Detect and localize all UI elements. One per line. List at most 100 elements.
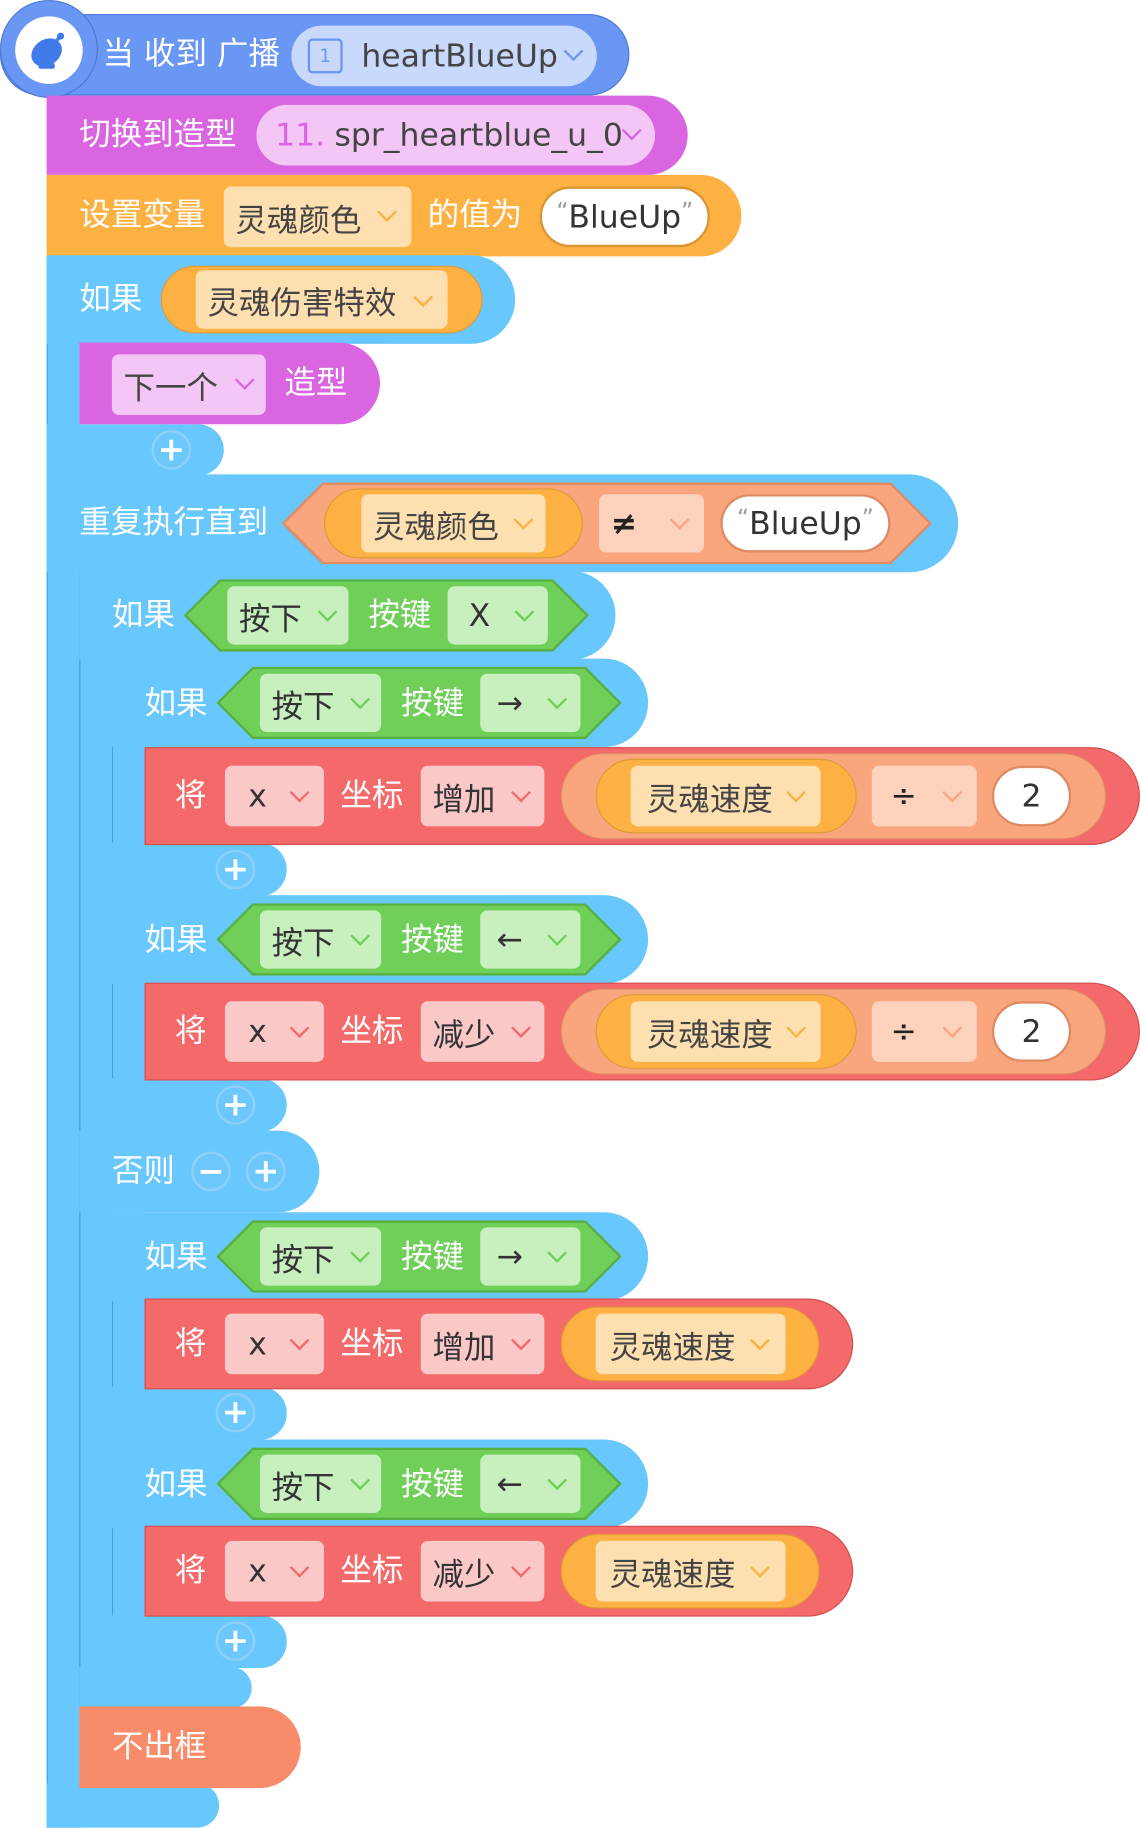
axis-value: x	[248, 1013, 267, 1050]
set-label: 将	[174, 1325, 207, 1362]
change-op-dropdown[interactable]: 增加	[420, 1313, 545, 1375]
message-icon: 1	[307, 38, 343, 74]
if-x-footer[interactable]	[79, 1666, 252, 1709]
quote-close-icon: ”	[681, 196, 694, 225]
value-input[interactable]: “BlueUp”	[539, 186, 710, 248]
arrow-key-dropdown[interactable]: ←	[480, 1454, 581, 1513]
speed-variable-name: 灵魂速度	[646, 781, 773, 818]
divisor-input[interactable]: 2	[991, 765, 1072, 827]
change-op-value: 减少	[432, 1556, 496, 1593]
quote-open-icon: “	[737, 503, 750, 532]
change-op-dropdown[interactable]: 减少	[420, 1540, 545, 1602]
set-label: 将	[174, 1552, 207, 1589]
broadcast-hat-label: 当 收到 广播	[102, 36, 280, 73]
press-dropdown[interactable]: 按下	[259, 1227, 382, 1286]
press-option: 按下	[271, 688, 335, 725]
axis-dropdown[interactable]: x	[224, 1001, 325, 1062]
variable-dropdown[interactable]: 灵魂颜色	[223, 186, 412, 248]
repeat-until-spine	[46, 474, 82, 1828]
coordinate-label: 坐标	[340, 1325, 404, 1362]
add-branch-icon[interactable]: +	[151, 430, 192, 470]
if-label: 如果	[144, 921, 208, 959]
costume-name: spr_heartblue_u_0	[334, 117, 623, 154]
add-branch-icon[interactable]: +	[245, 1151, 286, 1192]
operator-dropdown[interactable]: ≠	[599, 494, 705, 553]
speed-variable-dropdown[interactable]: 灵魂速度	[595, 1540, 786, 1602]
axis-dropdown[interactable]: x	[224, 765, 325, 827]
axis-dropdown[interactable]: x	[224, 1540, 325, 1602]
next-costume-dropdown[interactable]: 下一个	[111, 354, 266, 415]
coordinate-label: 坐标	[340, 777, 404, 814]
if-label: 如果	[144, 685, 208, 722]
press-dropdown[interactable]: 按下	[259, 910, 382, 969]
left-variable-dropdown[interactable]: 灵魂颜色	[361, 494, 546, 553]
speed-variable-name: 灵魂速度	[609, 1329, 736, 1366]
change-op-dropdown[interactable]: 增加	[420, 765, 545, 827]
repeat-until-label: 重复执行直到	[79, 504, 269, 541]
if-right-2-footer[interactable]	[111, 1387, 287, 1440]
condition-variable-dropdown[interactable]: 灵魂伤害特效	[195, 270, 448, 329]
key-dropdown[interactable]: X	[447, 586, 548, 645]
if-right-1-footer[interactable]	[111, 842, 287, 897]
axis-value: x	[248, 778, 267, 815]
key-label: 按键	[400, 1466, 464, 1503]
speed-variable-dropdown[interactable]: 灵魂速度	[595, 1313, 786, 1375]
divisor-value: 2	[1021, 778, 1042, 815]
set-label: 将	[174, 777, 207, 814]
press-option: 按下	[238, 600, 302, 638]
coordinate-label: 坐标	[340, 1552, 404, 1589]
change-op-dropdown[interactable]: 减少	[420, 1001, 545, 1062]
speed-variable-dropdown[interactable]: 灵魂速度	[630, 765, 821, 827]
if-damage-footer[interactable]	[46, 424, 224, 476]
quote-close-icon: ”	[861, 503, 874, 532]
repeat-until-footer[interactable]	[46, 1783, 220, 1828]
if-label: 如果	[144, 1466, 208, 1503]
arrow-key-dropdown[interactable]: →	[480, 673, 581, 732]
satellite-dish-icon	[15, 16, 83, 84]
add-branch-icon[interactable]: +	[215, 849, 256, 890]
arrow-key-dropdown[interactable]: ←	[480, 910, 581, 969]
divisor-value: 2	[1021, 1013, 1042, 1050]
key-value: X	[468, 597, 491, 634]
quote-open-icon: “	[556, 196, 569, 225]
arrow-key-value: →	[496, 684, 523, 721]
keep-in-bounds-label: 不出框	[111, 1728, 207, 1765]
press-dropdown[interactable]: 按下	[259, 673, 382, 732]
arrow-key-value: ←	[496, 921, 523, 958]
divide-symbol: ÷	[890, 1013, 917, 1050]
costume-dropdown[interactable]: 11. spr_heartblue_u_0	[256, 104, 656, 166]
if-left-1-footer[interactable]	[111, 1078, 287, 1132]
speed-variable-dropdown[interactable]: 灵魂速度	[630, 1001, 821, 1062]
keep-in-bounds-block[interactable]	[79, 1706, 301, 1789]
divide-symbol: ÷	[890, 778, 917, 815]
arrow-key-value: →	[496, 1238, 523, 1275]
change-op-value: 增加	[432, 1329, 496, 1366]
arrow-key-value: ←	[496, 1465, 523, 1502]
axis-value: x	[248, 1325, 267, 1363]
left-variable-name: 灵魂颜色	[372, 508, 499, 545]
if-left-2-footer[interactable]	[111, 1615, 287, 1668]
compare-value-input[interactable]: “BlueUp”	[720, 494, 891, 553]
key-label: 按键	[400, 685, 464, 722]
add-branch-icon[interactable]: +	[215, 1621, 256, 1661]
divide-operator-dropdown[interactable]: ÷	[871, 765, 977, 827]
remove-branch-icon[interactable]: −	[191, 1151, 231, 1192]
condition-variable-name: 灵魂伤害特效	[207, 284, 397, 322]
broadcast-message-dropdown[interactable]: 1 heartBlueUp	[291, 25, 597, 87]
press-option: 按下	[271, 924, 335, 962]
variable-name: 灵魂颜色	[235, 202, 362, 239]
axis-dropdown[interactable]: x	[224, 1313, 325, 1375]
divide-operator-dropdown[interactable]: ÷	[871, 1001, 977, 1062]
broadcast-message-value: heartBlueUp	[361, 37, 558, 75]
add-branch-icon[interactable]: +	[215, 1085, 256, 1125]
press-dropdown[interactable]: 按下	[227, 586, 349, 645]
press-dropdown[interactable]: 按下	[259, 1454, 382, 1513]
next-costume-option: 下一个	[123, 370, 218, 407]
key-label: 按键	[400, 1239, 464, 1276]
switch-costume-label: 切换到造型	[79, 116, 237, 153]
arrow-key-dropdown[interactable]: →	[480, 1227, 581, 1286]
next-costume-label: 造型	[284, 364, 348, 401]
add-branch-icon[interactable]: +	[215, 1392, 256, 1433]
divisor-input[interactable]: 2	[991, 1001, 1072, 1062]
